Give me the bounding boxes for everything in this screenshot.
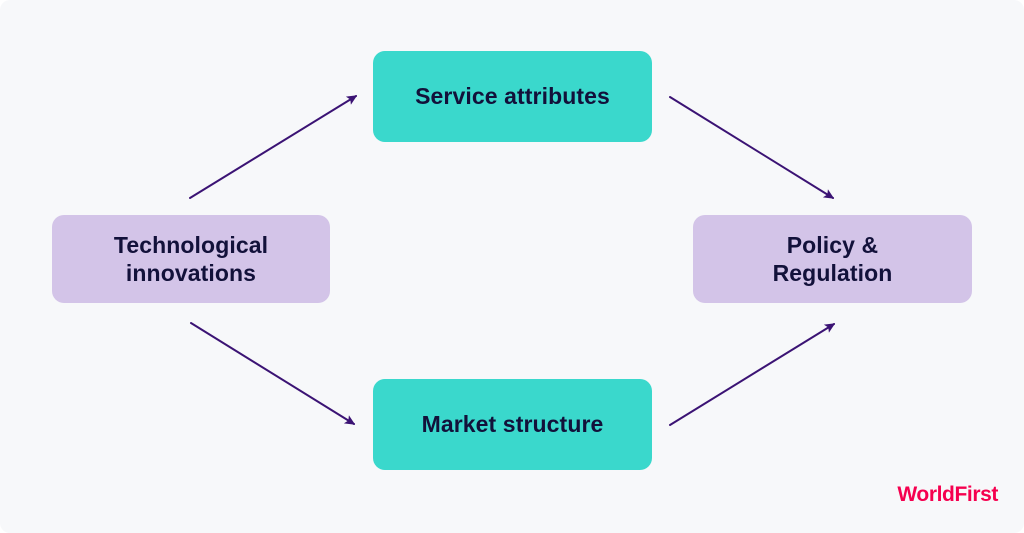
arrow-market-to-policy: [669, 323, 836, 426]
arrow-tech-to-service: [189, 95, 358, 199]
node-service-attributes: Service attributes: [373, 51, 652, 142]
node-label: Technological innovations: [113, 231, 269, 286]
arrow-tech-to-market: [190, 322, 356, 425]
arrow-service-to-policy: [669, 96, 835, 199]
node-label: Policy & Regulation: [772, 231, 893, 286]
node-label: Market structure: [421, 411, 604, 438]
node-market-structure: Market structure: [373, 379, 652, 470]
node-policy-regulation: Policy & Regulation: [693, 215, 972, 303]
brand-name: WorldFirst: [897, 483, 998, 506]
node-technological-innovations: Technological innovations: [52, 215, 330, 303]
node-label: Service attributes: [415, 83, 610, 110]
worldfirst-logo: WorldFirst: [897, 484, 998, 505]
